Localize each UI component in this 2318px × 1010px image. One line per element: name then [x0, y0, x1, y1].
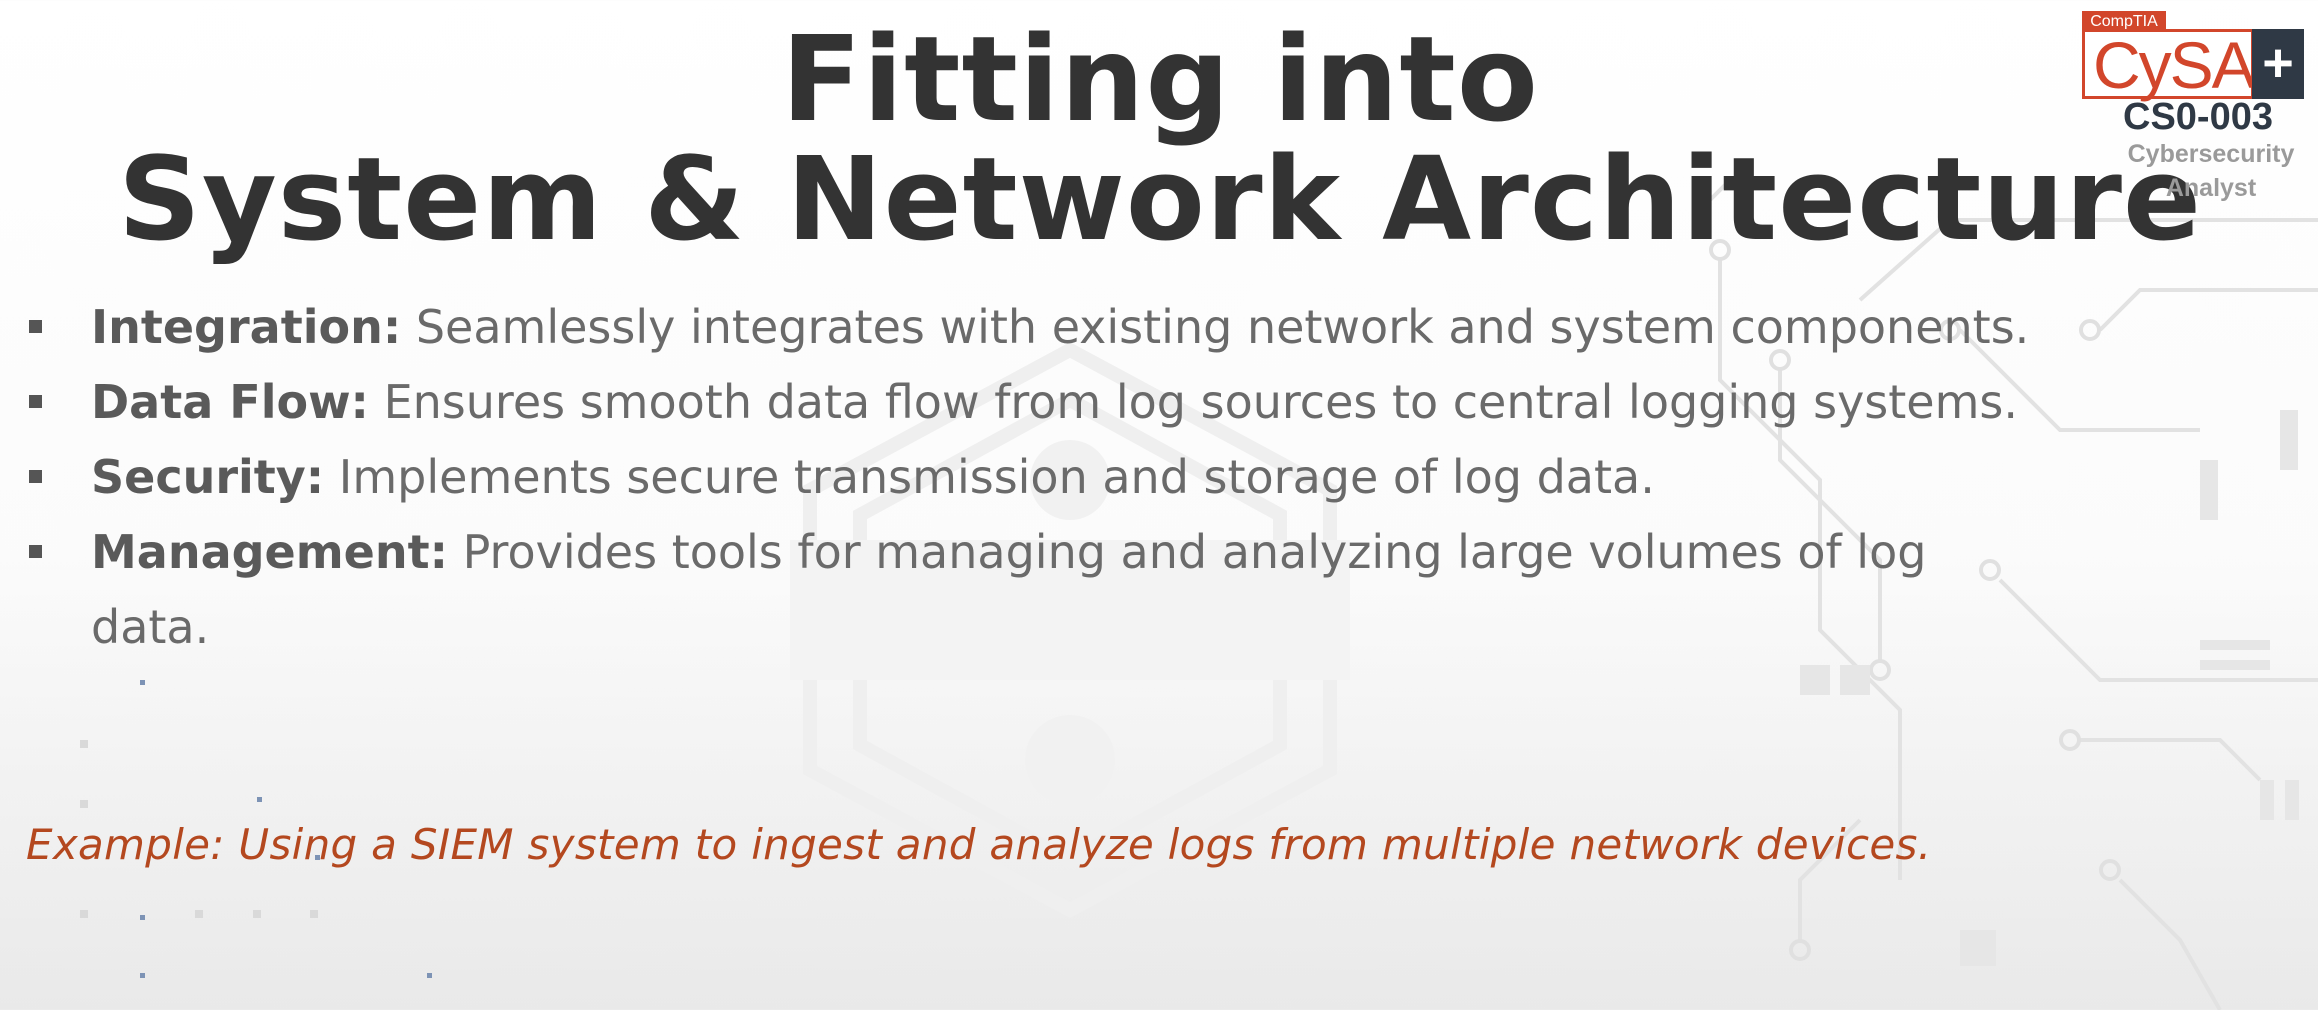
- circuit-background-decoration: [1700, 180, 2318, 1010]
- square-bullet-icon: [29, 320, 42, 333]
- logo-name: CySA: [2093, 28, 2256, 102]
- logo-plus-symbol: +: [2262, 33, 2294, 93]
- bullet-item-security: Security: Implements secure transmission…: [0, 440, 2031, 515]
- square-bullet-icon: [29, 395, 42, 408]
- logo-subtitle-1: Cybersecurity: [2127, 140, 2295, 168]
- logo-subtitle-2: Analyst: [2165, 174, 2257, 202]
- dot-pattern-decoration: [80, 680, 432, 978]
- bullet-term: Integration:: [91, 300, 402, 354]
- bullet-term: Security:: [91, 450, 325, 504]
- bullet-item-integration: Integration: Seamlessly integrates with …: [0, 290, 2031, 365]
- square-bullet-icon: [29, 545, 42, 558]
- logo-vendor-label: CompTIA: [2082, 11, 2166, 32]
- bullet-text: Implements secure transmission and stora…: [324, 450, 1655, 504]
- bullet-term: Management:: [91, 525, 448, 579]
- slide-title-line-2: System & Network Architecture: [118, 133, 2202, 267]
- bullet-text: Provides tools for managing and analyzin…: [91, 525, 1927, 654]
- cysa-plus-logo: CompTIA CySA + CS0-003 Cybersecurity Ana…: [2078, 8, 2308, 208]
- bullet-item-data-flow: Data Flow: Ensures smooth data flow from…: [0, 365, 2031, 440]
- slide-title-line-1: Fitting into: [781, 10, 1539, 148]
- plus-icon: +: [2252, 29, 2304, 99]
- example-note: Example: Using a SIEM system to ingest a…: [26, 820, 1932, 869]
- bullet-list: Integration: Seamlessly integrates with …: [0, 290, 2050, 665]
- bullet-text: Seamlessly integrates with existing netw…: [401, 300, 2030, 354]
- logo-exam-code: CS0-003: [2123, 96, 2273, 138]
- square-bullet-icon: [29, 470, 42, 483]
- bullet-item-management: Management: Provides tools for managing …: [0, 515, 2031, 665]
- logo-name-box: CySA: [2082, 28, 2256, 102]
- bullet-text: Ensures smooth data flow from log source…: [368, 375, 2019, 429]
- certification-badge-watermark: [790, 342, 1350, 918]
- bullet-term: Data Flow:: [91, 375, 369, 429]
